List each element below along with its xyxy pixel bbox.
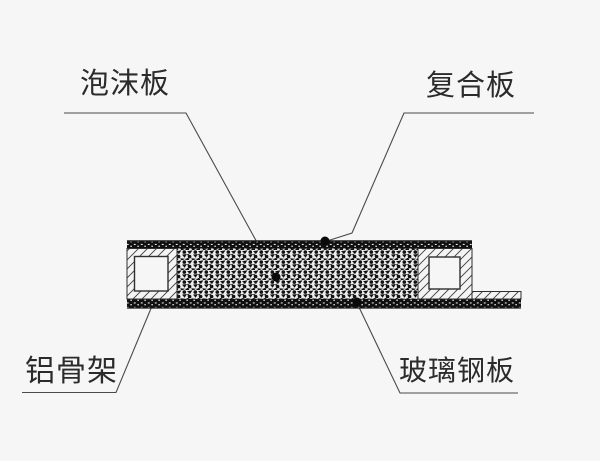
top-composite-skin (127, 241, 472, 249)
leader-aluminum-frame (22, 305, 153, 394)
leader-frp-panel (356, 302, 518, 394)
leader-foam-board (64, 112, 277, 278)
leader-composite-board (326, 112, 534, 242)
dot-foam-board (271, 272, 281, 282)
dot-composite-board (320, 236, 330, 246)
left-profile-cavity (133, 255, 169, 292)
foam-core (177, 248, 418, 299)
label-composite-board: 复合板 (426, 70, 517, 102)
label-frp-panel: 玻璃钢板 (399, 355, 516, 386)
dot-frp-panel (352, 297, 362, 307)
bottom-frp-skin (127, 299, 521, 308)
sandwich-panel (126, 240, 522, 309)
label-foam-board: 泡沫板 (80, 68, 171, 100)
label-aluminum-frame: 铝骨架 (25, 355, 118, 388)
right-profile-foot (471, 291, 522, 300)
right-profile-cavity (428, 256, 461, 290)
right-aluminum-profile (417, 248, 522, 300)
left-aluminum-profile (126, 248, 178, 300)
